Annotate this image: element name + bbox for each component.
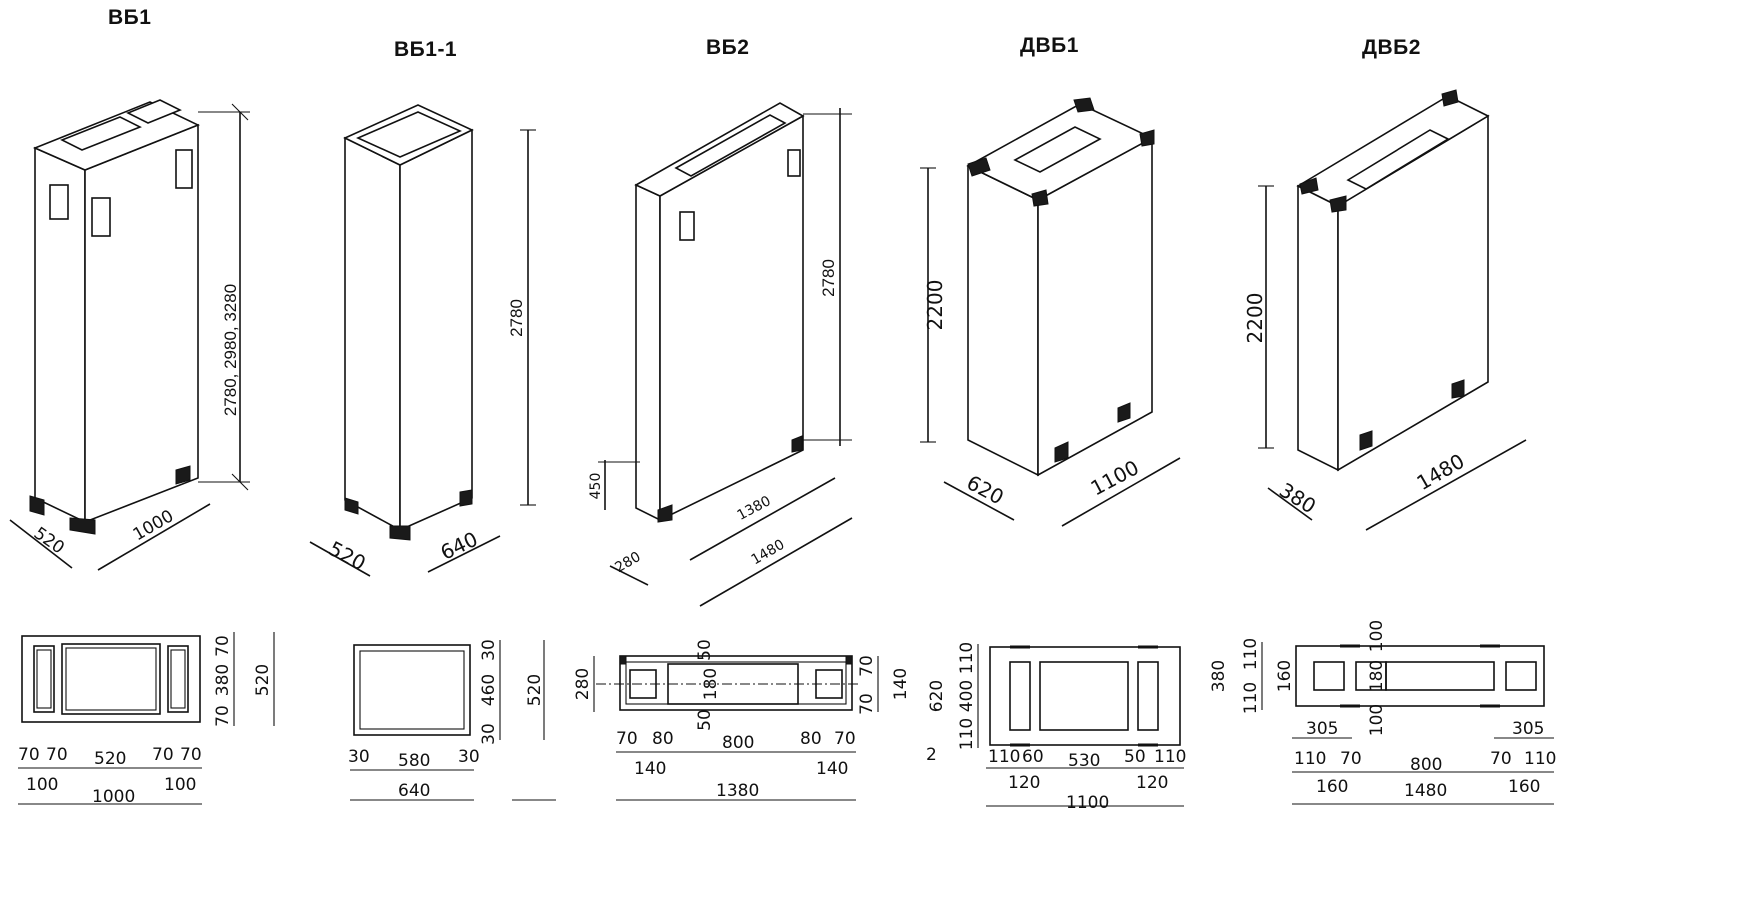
vb2-inner-width-label: 1380 — [735, 493, 774, 524]
vb2-plan-right-3: 70 — [857, 693, 877, 715]
vb1-1-plan-right-total: 520 — [525, 674, 545, 706]
dvb2-plan-mid-1: 160 — [1316, 777, 1348, 797]
vb2-plan: 280 50 180 50 70 140 70 70 80 800 80 70 … — [573, 639, 911, 801]
dvb2-isometric: 2200 380 1480 — [1243, 89, 1527, 531]
vb1-1-plan-top-1: 30 — [348, 747, 370, 767]
vb1-1-isometric: 2780 520 640 — [309, 104, 536, 577]
vb1-plan-mid-1: 100 — [26, 775, 58, 795]
vb1-1-plan-total: 640 — [398, 781, 430, 801]
vb1-plan-top-4: 70 — [152, 745, 174, 765]
dvb1-plan-top-3: 530 — [1068, 751, 1100, 771]
vb2-plan-inner-2: 180 — [701, 668, 721, 700]
block-title-vb2: ВБ2 — [706, 36, 750, 59]
vb1-plan-top-2: 70 — [46, 745, 68, 765]
dvb2-plan-mid-3: 160 — [1508, 777, 1540, 797]
vb2-plan-mid-1: 140 — [634, 759, 666, 779]
dvb2-plan-top-3: 800 — [1410, 755, 1442, 775]
dvb1-plan-left-total: 620 — [927, 680, 947, 712]
vb2-isometric: 2780 450 280 1380 1480 — [588, 102, 853, 607]
vb2-width-label: 1480 — [749, 537, 788, 569]
vb1-plan-top-1: 70 — [18, 745, 40, 765]
vb1-1-plan-top-2: 580 — [398, 751, 430, 771]
dvb1-plan-left-3: 110 — [957, 718, 977, 750]
dvb1-plan: 110 400 110 620 2 110 60 530 50 110 120 … — [926, 642, 1186, 813]
vb1-plan-top-3: 520 — [94, 749, 126, 769]
vb2-plan-inner-3: 50 — [695, 709, 715, 731]
dvb2-plan-left-total: 380 — [1209, 660, 1229, 692]
vb1-1-plan-right-1: 30 — [479, 639, 499, 661]
vb1-plan-right-2: 380 — [213, 664, 233, 696]
block-title-vb1: ВБ1 — [108, 6, 152, 29]
vb1-plan-right-total: 520 — [253, 664, 273, 696]
block-title-vb1-1: ВБ1-1 — [394, 38, 458, 61]
vb1-isometric: 2780, 2980, 3280 1000 520 — [9, 99, 250, 571]
dvb1-plan-top-4: 50 — [1124, 747, 1146, 767]
vb2-plan-inner-1: 50 — [695, 639, 715, 661]
dvb2-plan-side-2: 305 — [1512, 719, 1544, 739]
block-title-dvb2: ДВБ2 — [1362, 36, 1421, 59]
vb2-step-label: 450 — [588, 473, 604, 500]
dvb2-plan-side-1: 305 — [1306, 719, 1338, 739]
vb2-plan-top-5: 70 — [834, 729, 856, 749]
vb2-plan-left: 280 — [573, 668, 593, 700]
dvb2-plan-inner-3: 100 — [1367, 704, 1387, 736]
vb1-plan: 70 380 70 520 70 70 520 70 70 100 100 10… — [18, 632, 275, 807]
vb1-height-label: 2780, 2980, 3280 — [221, 284, 240, 416]
vb1-plan-right-1: 70 — [213, 635, 233, 657]
dvb2-plan-top-1: 110 — [1294, 749, 1326, 769]
dvb2-plan-inner-1: 100 — [1367, 620, 1387, 652]
vb1-1-plan-right-2: 460 — [479, 674, 499, 706]
vb1-1-plan-top-3: 30 — [458, 747, 480, 767]
vb1-plan-mid-2: 100 — [164, 775, 196, 795]
vb2-plan-top-2: 80 — [652, 729, 674, 749]
dvb1-plan-total: 1100 — [1066, 793, 1109, 813]
dvb1-plan-top-1: 110 — [988, 747, 1020, 767]
dvb2-height-label: 2200 — [1243, 293, 1267, 344]
vb1-plan-total: 1000 — [92, 787, 135, 807]
dvb2-plan-left-2: 160 — [1275, 660, 1295, 692]
dvb1-plan-top-2: 60 — [1022, 747, 1044, 767]
block-title-dvb1: ДВБ1 — [1020, 34, 1079, 57]
dvb1-plan-left-1: 110 — [957, 642, 977, 674]
vb2-plan-right-2: 140 — [891, 668, 911, 700]
dvb1-plan-mid-2: 120 — [1136, 773, 1168, 793]
vb1-1-depth-label: 520 — [325, 536, 370, 575]
vb1-plan-top-5: 70 — [180, 745, 202, 765]
dvb2-plan-inner-2: 180 — [1367, 660, 1387, 692]
vb2-plan-right-1: 70 — [857, 655, 877, 677]
vb1-width-label: 1000 — [130, 506, 177, 545]
vb1-depth-label: 520 — [30, 523, 68, 558]
dvb2-plan-top-4: 70 — [1490, 749, 1512, 769]
dvb1-plan-top-5: 110 — [1154, 747, 1186, 767]
vb1-1-height-label: 2780 — [507, 299, 526, 337]
dvb1-isometric: 2200 620 1100 — [920, 97, 1181, 527]
dvb1-plan-left-2: 400 — [957, 680, 977, 712]
vb2-plan-top-3: 800 — [722, 733, 754, 753]
vb1-plan-right-3: 70 — [213, 705, 233, 727]
dvb2-depth-label: 380 — [1275, 478, 1320, 519]
vb2-plan-top-1: 70 — [616, 729, 638, 749]
dvb2-plan-left-1: 110 — [1241, 638, 1261, 670]
vb1-1-plan: 30 460 30 520 30 580 30 640 — [348, 639, 556, 801]
dvb2-plan-left-3: 110 — [1241, 682, 1261, 714]
vb1-1-plan-right-3: 30 — [479, 723, 499, 745]
dvb2-plan-mid-2: 1480 — [1404, 781, 1447, 801]
vb2-plan-total: 1380 — [716, 781, 759, 801]
dvb1-height-label: 2200 — [923, 280, 947, 331]
dvb2-plan-top-2: 70 — [1340, 749, 1362, 769]
dvb1-plan-mid-1: 120 — [1008, 773, 1040, 793]
dvb1-width-label: 1100 — [1087, 455, 1143, 500]
vb1-1-width-label: 640 — [437, 527, 482, 565]
vb2-plan-top-4: 80 — [800, 729, 822, 749]
dvb2-plan-top-5: 110 — [1524, 749, 1556, 769]
vb2-plan-mid-2: 140 — [816, 759, 848, 779]
vb2-depth-label: 280 — [612, 549, 643, 576]
vb2-height-label: 2780 — [819, 259, 838, 297]
dvb1-plan-mark: 2 — [926, 745, 937, 765]
dvb2-plan: 110 160 110 380 100 180 100 305 305 110 … — [1209, 620, 1556, 805]
